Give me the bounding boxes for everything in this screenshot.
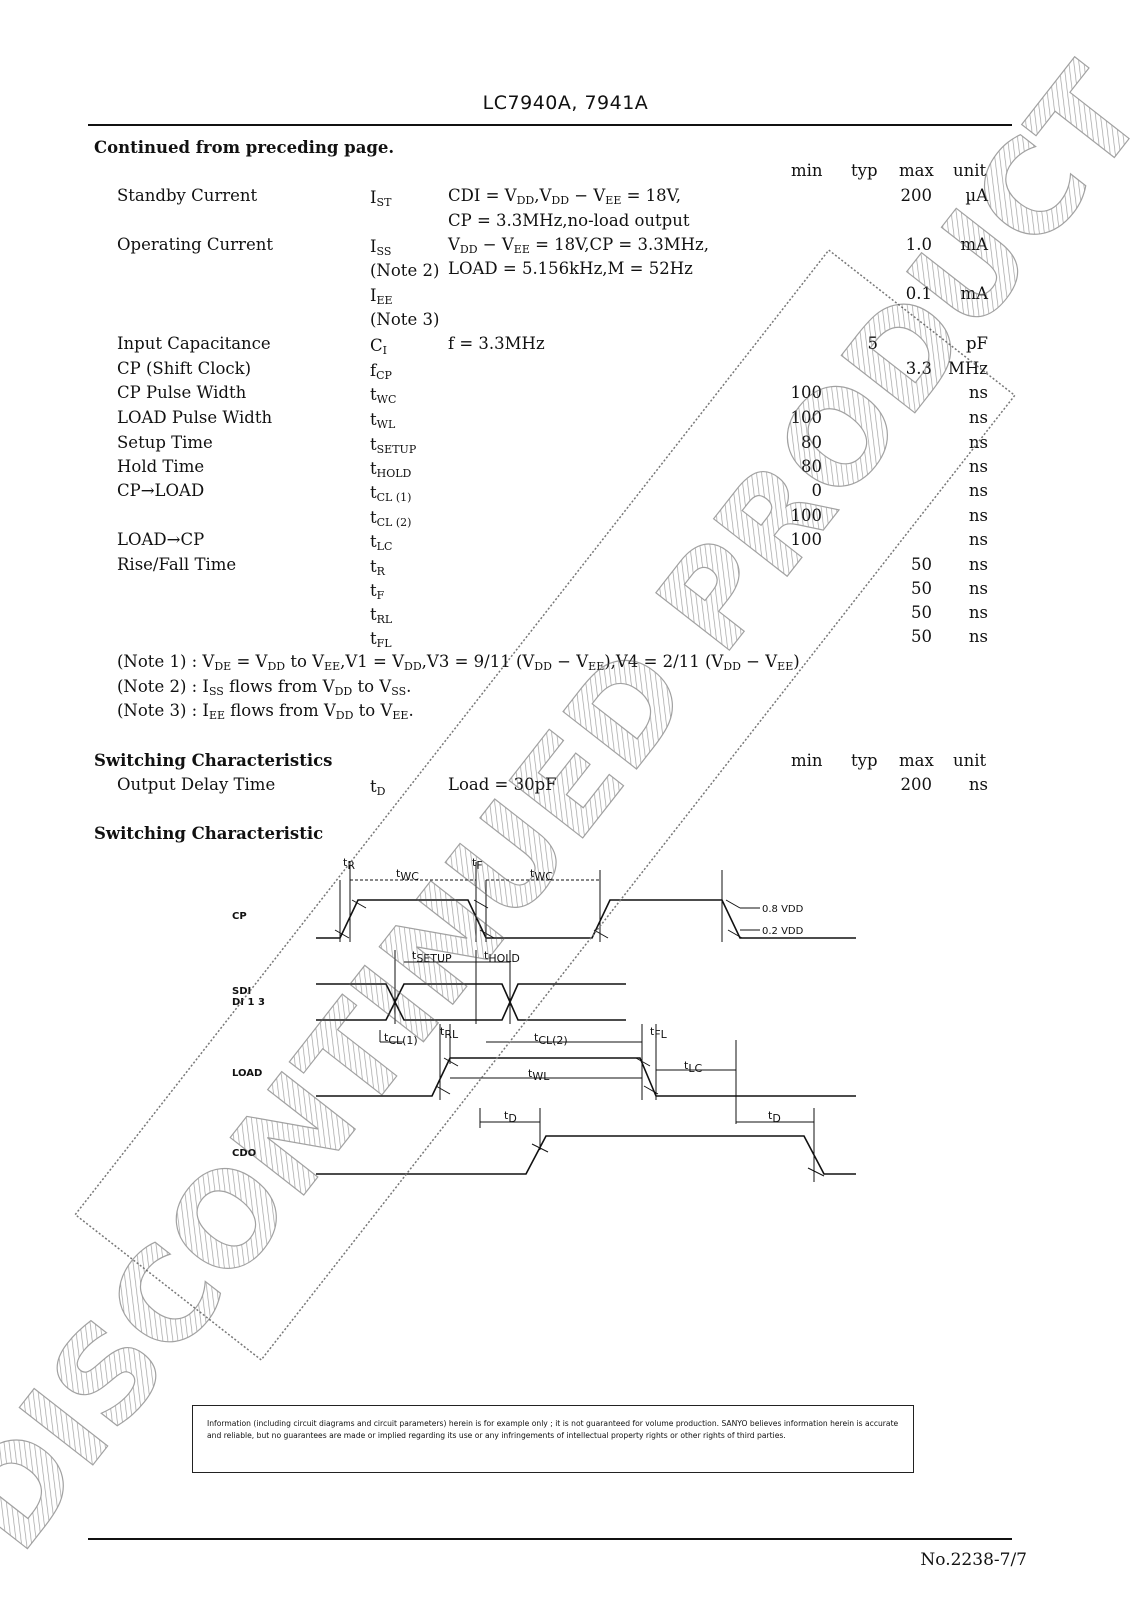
footer-rule: [88, 1538, 1012, 1540]
label-tlc: tLC: [684, 1059, 703, 1075]
label-02vdd: 0.2 VDD: [762, 926, 804, 937]
label-twc-2: tWC: [530, 867, 553, 883]
label-thold: tHOLD: [484, 949, 520, 965]
col-header-unit: unit: [953, 161, 987, 180]
page-header-title: LC7940A, 7941A: [482, 92, 649, 114]
page-number: No.2238-7/7: [920, 1550, 1027, 1570]
label-tf: tF: [472, 856, 483, 872]
label-td-2: tD: [768, 1109, 781, 1125]
label-tr: tR: [343, 856, 355, 872]
signal-label-sdi: SDI: [232, 986, 252, 997]
label-tcl2: tCL(2): [534, 1031, 568, 1047]
col-header-min: min: [791, 161, 823, 180]
header-rule: [88, 124, 1012, 126]
row-symbol: IST: [370, 188, 392, 209]
row-param: Standby Current: [117, 186, 258, 205]
row-max: 200: [900, 186, 933, 205]
disclaimer-box: Information (including circuit diagrams …: [192, 1405, 914, 1473]
signal-label-di: DI 1 3: [232, 997, 265, 1008]
col-header-typ: typ: [851, 161, 878, 180]
row-condition: CDI = VDD,VDD − VEE = 18V,: [448, 186, 681, 207]
label-twl: tWL: [528, 1067, 550, 1083]
sdi-lower-line: [316, 983, 626, 1021]
signal-label-cp: CP: [232, 911, 247, 922]
label-trl: tRL: [440, 1025, 459, 1041]
signal-label-cdo: CDO: [232, 1148, 257, 1159]
signal-label-load: LOAD: [232, 1068, 263, 1079]
sdi-upper-line: [316, 983, 626, 1021]
label-tcl1: tCL(1): [384, 1031, 418, 1047]
label-td-1: tD: [504, 1109, 517, 1125]
col-header-max: max: [899, 161, 934, 180]
row-unit: µA: [965, 186, 988, 205]
cdo-waveform: [316, 1135, 856, 1175]
disclaimer-text: Information (including circuit diagrams …: [207, 1419, 899, 1440]
continued-note: Continued from preceding page.: [94, 138, 395, 157]
label-twc-1: tWC: [396, 867, 419, 883]
label-08vdd: 0.8 VDD: [762, 904, 804, 915]
label-tsetup: tSETUP: [412, 949, 452, 965]
label-tfl: tFL: [650, 1025, 667, 1041]
load-waveform: [316, 1057, 856, 1097]
row-condition: CP = 3.3MHz,no-load output: [448, 211, 690, 230]
